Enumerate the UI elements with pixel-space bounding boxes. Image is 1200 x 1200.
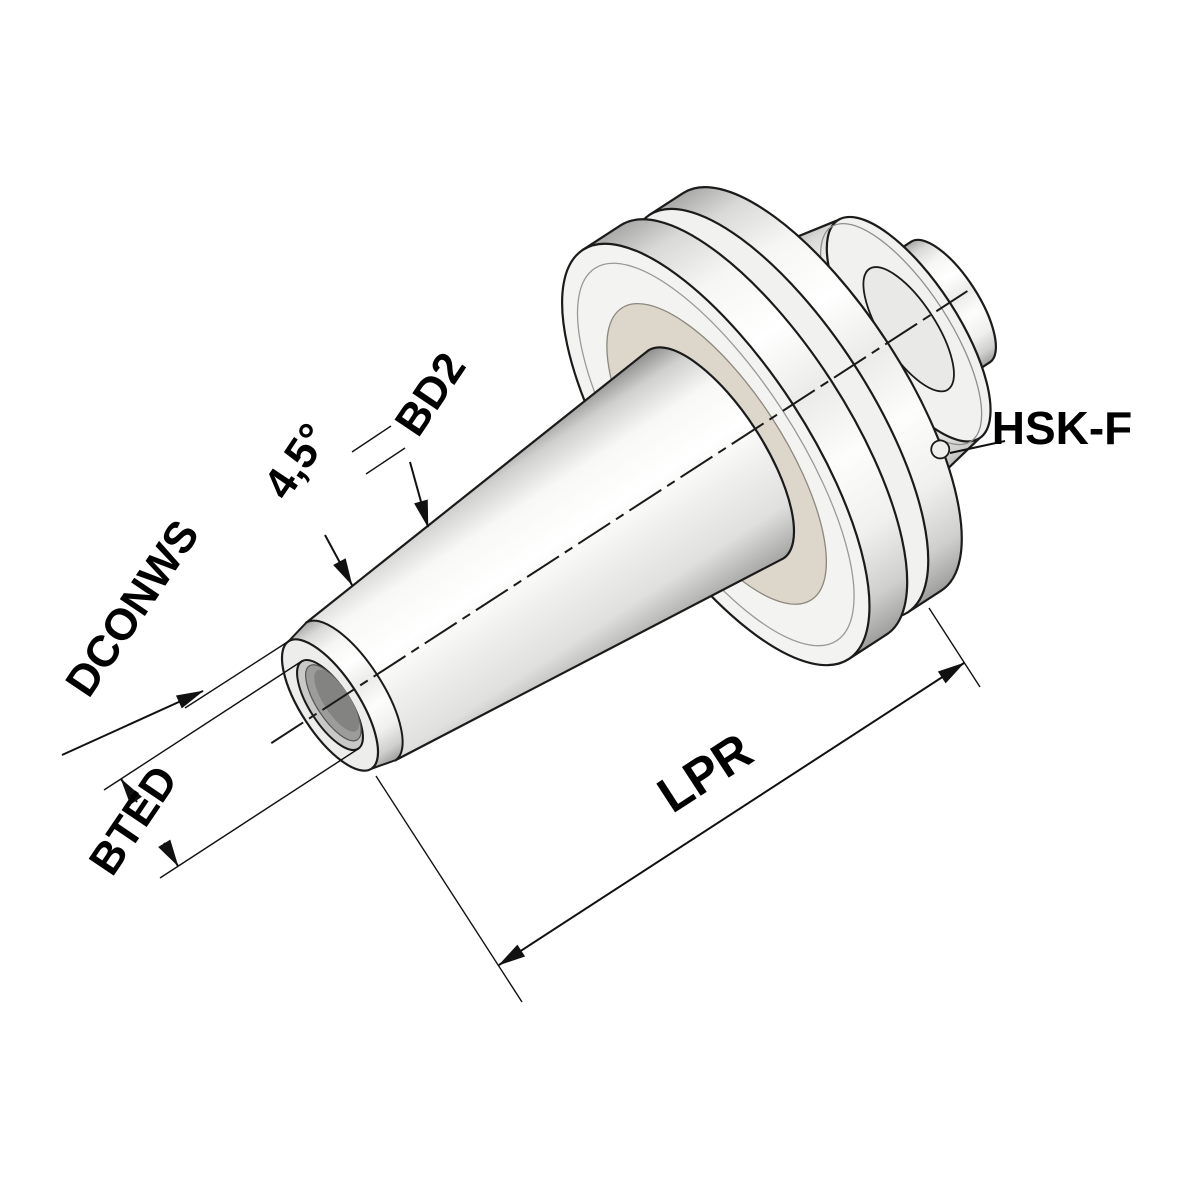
dimensions — [61, 425, 1006, 1003]
label-bted: BTED — [80, 757, 188, 884]
center-line — [270, 290, 968, 744]
hsk-leader — [949, 440, 1006, 454]
bted-extension-line-top — [103, 660, 303, 791]
bd2-arrow — [409, 461, 429, 528]
clamping-taper — [304, 346, 796, 762]
label-dconws: DCONWS — [56, 512, 209, 706]
dimension-dconws — [61, 640, 290, 756]
coolant-hole — [930, 439, 951, 460]
dimension-taper-angle — [324, 534, 353, 586]
lpr-extension-line-left — [375, 775, 523, 1003]
label-lpr: LPR — [648, 722, 762, 823]
label-bd2: BD2 — [386, 344, 476, 444]
lpr-extension-line-right — [928, 607, 981, 688]
bd2-tick-2 — [365, 447, 406, 475]
label-hsk-f: HSK-F — [992, 402, 1133, 454]
bted-extension-line-bottom — [159, 748, 359, 879]
label-taper-angle: 4,5° — [254, 415, 339, 508]
dimension-bted — [103, 660, 359, 879]
dimension-bd2 — [351, 425, 429, 528]
taper-angle-arrow — [324, 534, 353, 586]
bted-arrow-upper — [120, 778, 142, 805]
lpr-dimension-line — [498, 662, 965, 966]
dimension-lpr — [375, 607, 981, 1003]
dconws-leader — [61, 690, 204, 756]
tool-holder-body — [270, 186, 997, 772]
bted-arrow-lower — [158, 839, 179, 867]
bd2-tick-1 — [351, 425, 392, 453]
dconws-extension-line — [184, 640, 290, 709]
dimension-hsk — [949, 440, 1006, 454]
